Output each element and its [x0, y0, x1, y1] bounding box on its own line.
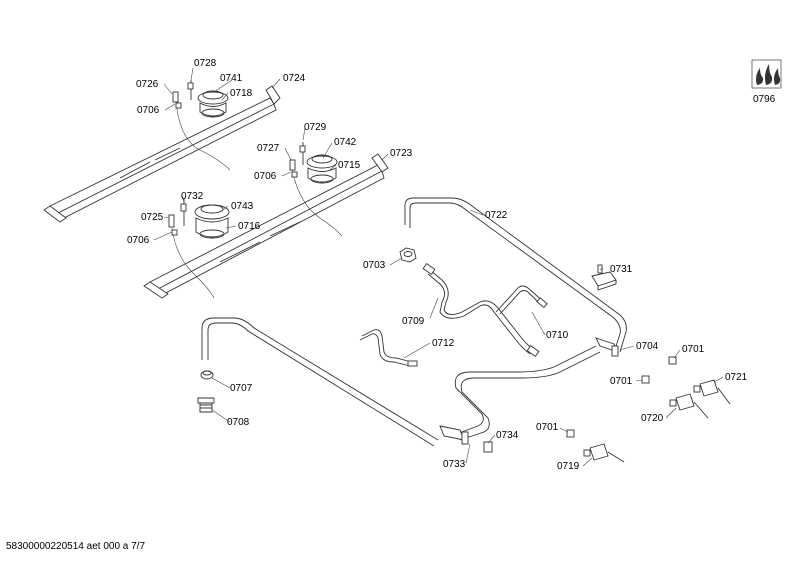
- valve-0719: [583, 443, 625, 463]
- label-0724: 0724: [283, 73, 306, 84]
- label-0706: 0706: [254, 171, 277, 182]
- thermocouple-0727: [289, 159, 343, 237]
- burner-rail-0723: [143, 142, 389, 299]
- label-0725: 0725: [141, 212, 164, 223]
- label-0796: 0796: [753, 94, 776, 105]
- label-0733: 0733: [443, 459, 466, 470]
- valve-0720: [669, 393, 709, 419]
- tube-frame-0722: [201, 197, 627, 447]
- label-0721: 0721: [725, 372, 748, 383]
- label-0703: 0703: [363, 260, 386, 271]
- valve-0721: [693, 379, 731, 405]
- burner-rail-0724: [43, 80, 281, 223]
- label-0706: 0706: [127, 235, 150, 246]
- bracket-0734-0733: [439, 425, 493, 453]
- electrode-0732: [180, 198, 187, 226]
- burner-0743: [194, 204, 230, 239]
- gas-flame-icon: [751, 59, 782, 89]
- clip-0706-a: [175, 102, 182, 109]
- document-footer: 58300000220514 aet 000 a 7/7: [6, 541, 146, 552]
- label-0722: 0722: [485, 210, 508, 221]
- label-0716: 0716: [238, 221, 261, 232]
- label-0743: 0743: [231, 201, 254, 212]
- label-0709: 0709: [402, 316, 425, 327]
- burner-rail-0716-group: [168, 198, 230, 299]
- leader-lines: [153, 67, 724, 467]
- gas-pipe-0712: [359, 329, 418, 367]
- label-0723: 0723: [390, 148, 413, 159]
- electrode-0729: [299, 142, 306, 165]
- label-0719: 0719: [557, 461, 580, 472]
- bracket-0704: [595, 337, 619, 357]
- label-0704: 0704: [636, 341, 659, 352]
- label-0707: 0707: [230, 383, 253, 394]
- label-0732: 0732: [181, 191, 204, 202]
- label-0727: 0727: [257, 143, 280, 154]
- label-0720: 0720: [641, 413, 664, 424]
- bracket-0731: [591, 264, 617, 291]
- burner-0741: [197, 90, 229, 118]
- thermocouple-0726: [172, 91, 231, 171]
- electrode-0728: [187, 80, 194, 100]
- label-0742: 0742: [334, 137, 357, 148]
- label-0701: 0701: [610, 376, 633, 387]
- label-0729: 0729: [304, 122, 327, 133]
- clip-0706-b: [291, 171, 298, 178]
- label-0708: 0708: [227, 417, 250, 428]
- label-0710: 0710: [546, 330, 569, 341]
- label-0712: 0712: [432, 338, 455, 349]
- label-0728: 0728: [194, 58, 217, 69]
- valve-seat-0708: [197, 397, 215, 413]
- label-0715: 0715: [338, 160, 361, 171]
- label-0701: 0701: [682, 344, 705, 355]
- label-0718: 0718: [230, 88, 253, 99]
- thermocouple-0725: [168, 214, 215, 299]
- label-0741: 0741: [220, 73, 243, 84]
- ring-0707: [200, 370, 214, 380]
- washer-0701-group: [566, 356, 677, 438]
- burner-0742: [306, 154, 338, 184]
- gas-pipe-0709: [422, 263, 540, 357]
- label-0701: 0701: [536, 422, 559, 433]
- gas-pipe-0710: [495, 285, 548, 315]
- nut-0703: [399, 247, 417, 263]
- label-0726: 0726: [136, 79, 159, 90]
- label-0731: 0731: [610, 264, 633, 275]
- clip-0706-c: [171, 229, 178, 236]
- label-0734: 0734: [496, 430, 519, 441]
- label-0706: 0706: [137, 105, 160, 116]
- part-labels: 0728 0741 0724 0726 0718 0706 0729 0742 …: [127, 58, 776, 472]
